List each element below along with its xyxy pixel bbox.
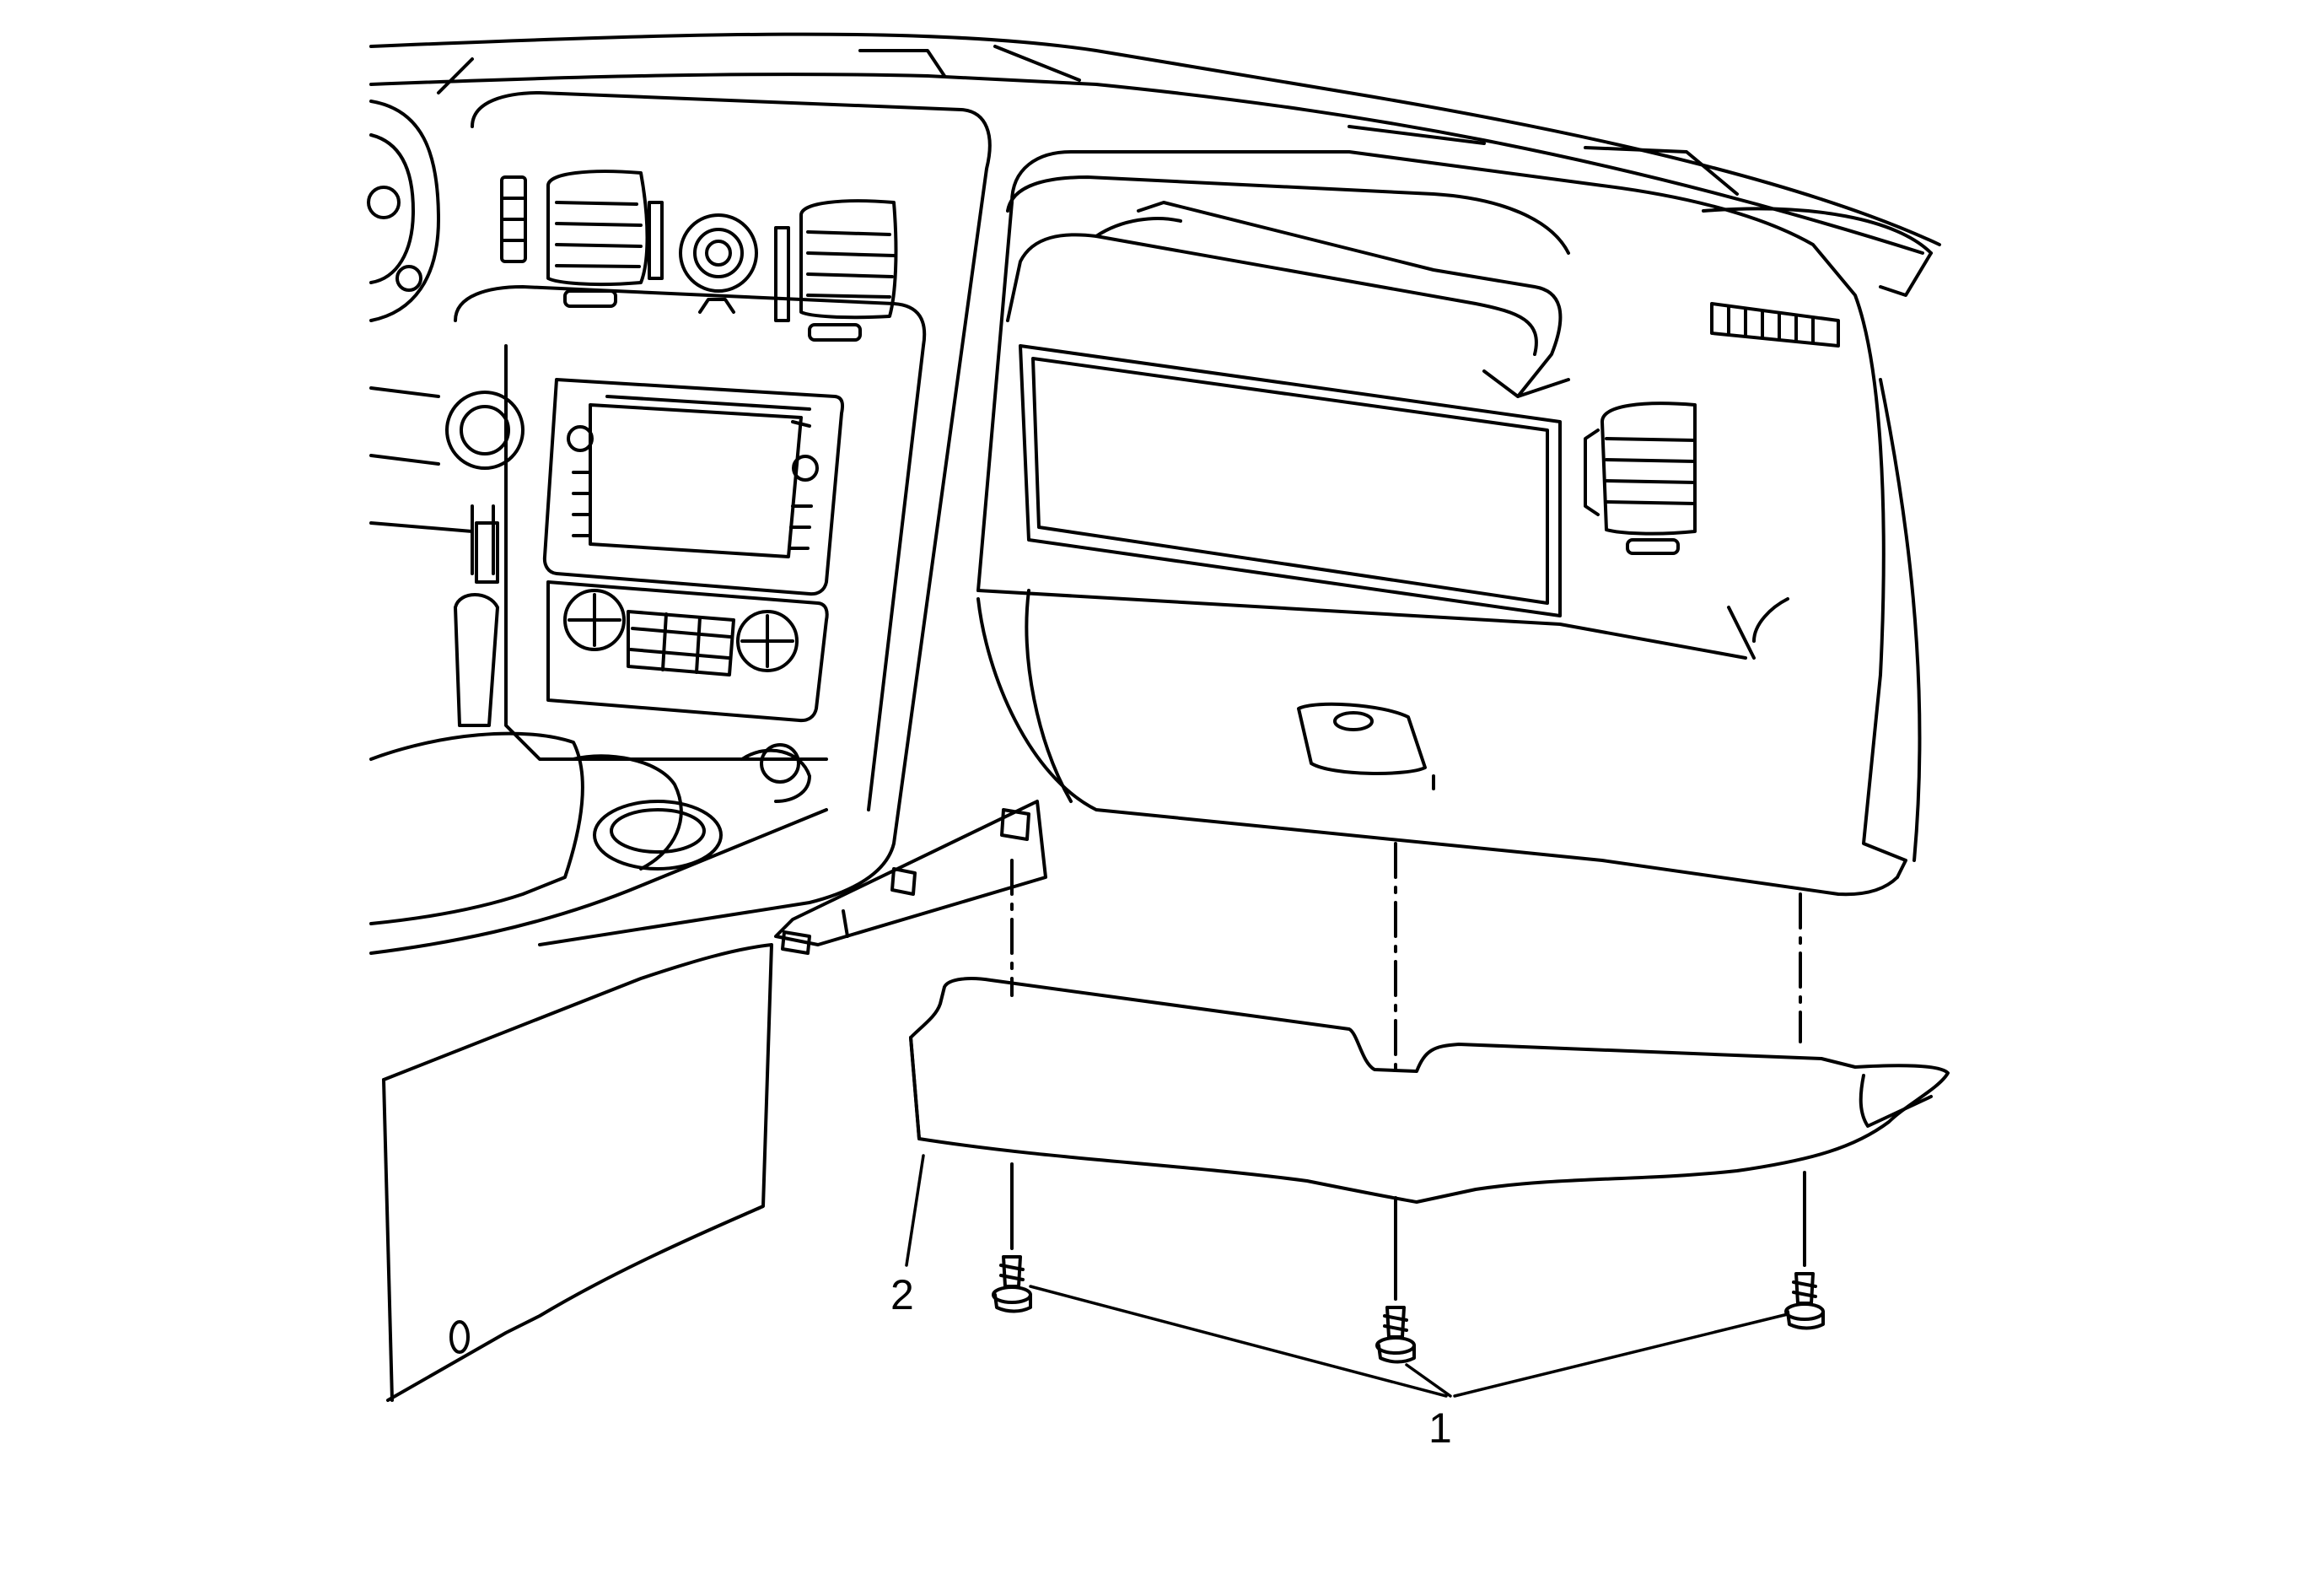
alignment-lines <box>1010 842 1802 1073</box>
fastener-center <box>1375 1306 1416 1364</box>
climate-controls <box>546 580 829 723</box>
dash-top <box>369 32 1941 255</box>
fastener-left <box>992 1255 1032 1313</box>
fastener-right <box>1784 1272 1825 1330</box>
fasteners <box>992 1162 1825 1364</box>
radio-head-unit <box>542 378 844 596</box>
insulator-panel <box>909 977 1950 1204</box>
callout-insulator-panel: 2 <box>890 1271 914 1318</box>
callout-fasteners: 1 <box>1428 1404 1452 1452</box>
console <box>369 731 828 955</box>
left-kick-panel <box>382 800 1047 1402</box>
left-knob-and-shifter <box>445 391 525 727</box>
instrument-cluster <box>367 100 440 322</box>
center-vents <box>500 170 898 342</box>
center-stack <box>369 91 992 946</box>
leader-lines <box>905 1154 1789 1398</box>
glove-box-panel <box>976 150 1933 897</box>
